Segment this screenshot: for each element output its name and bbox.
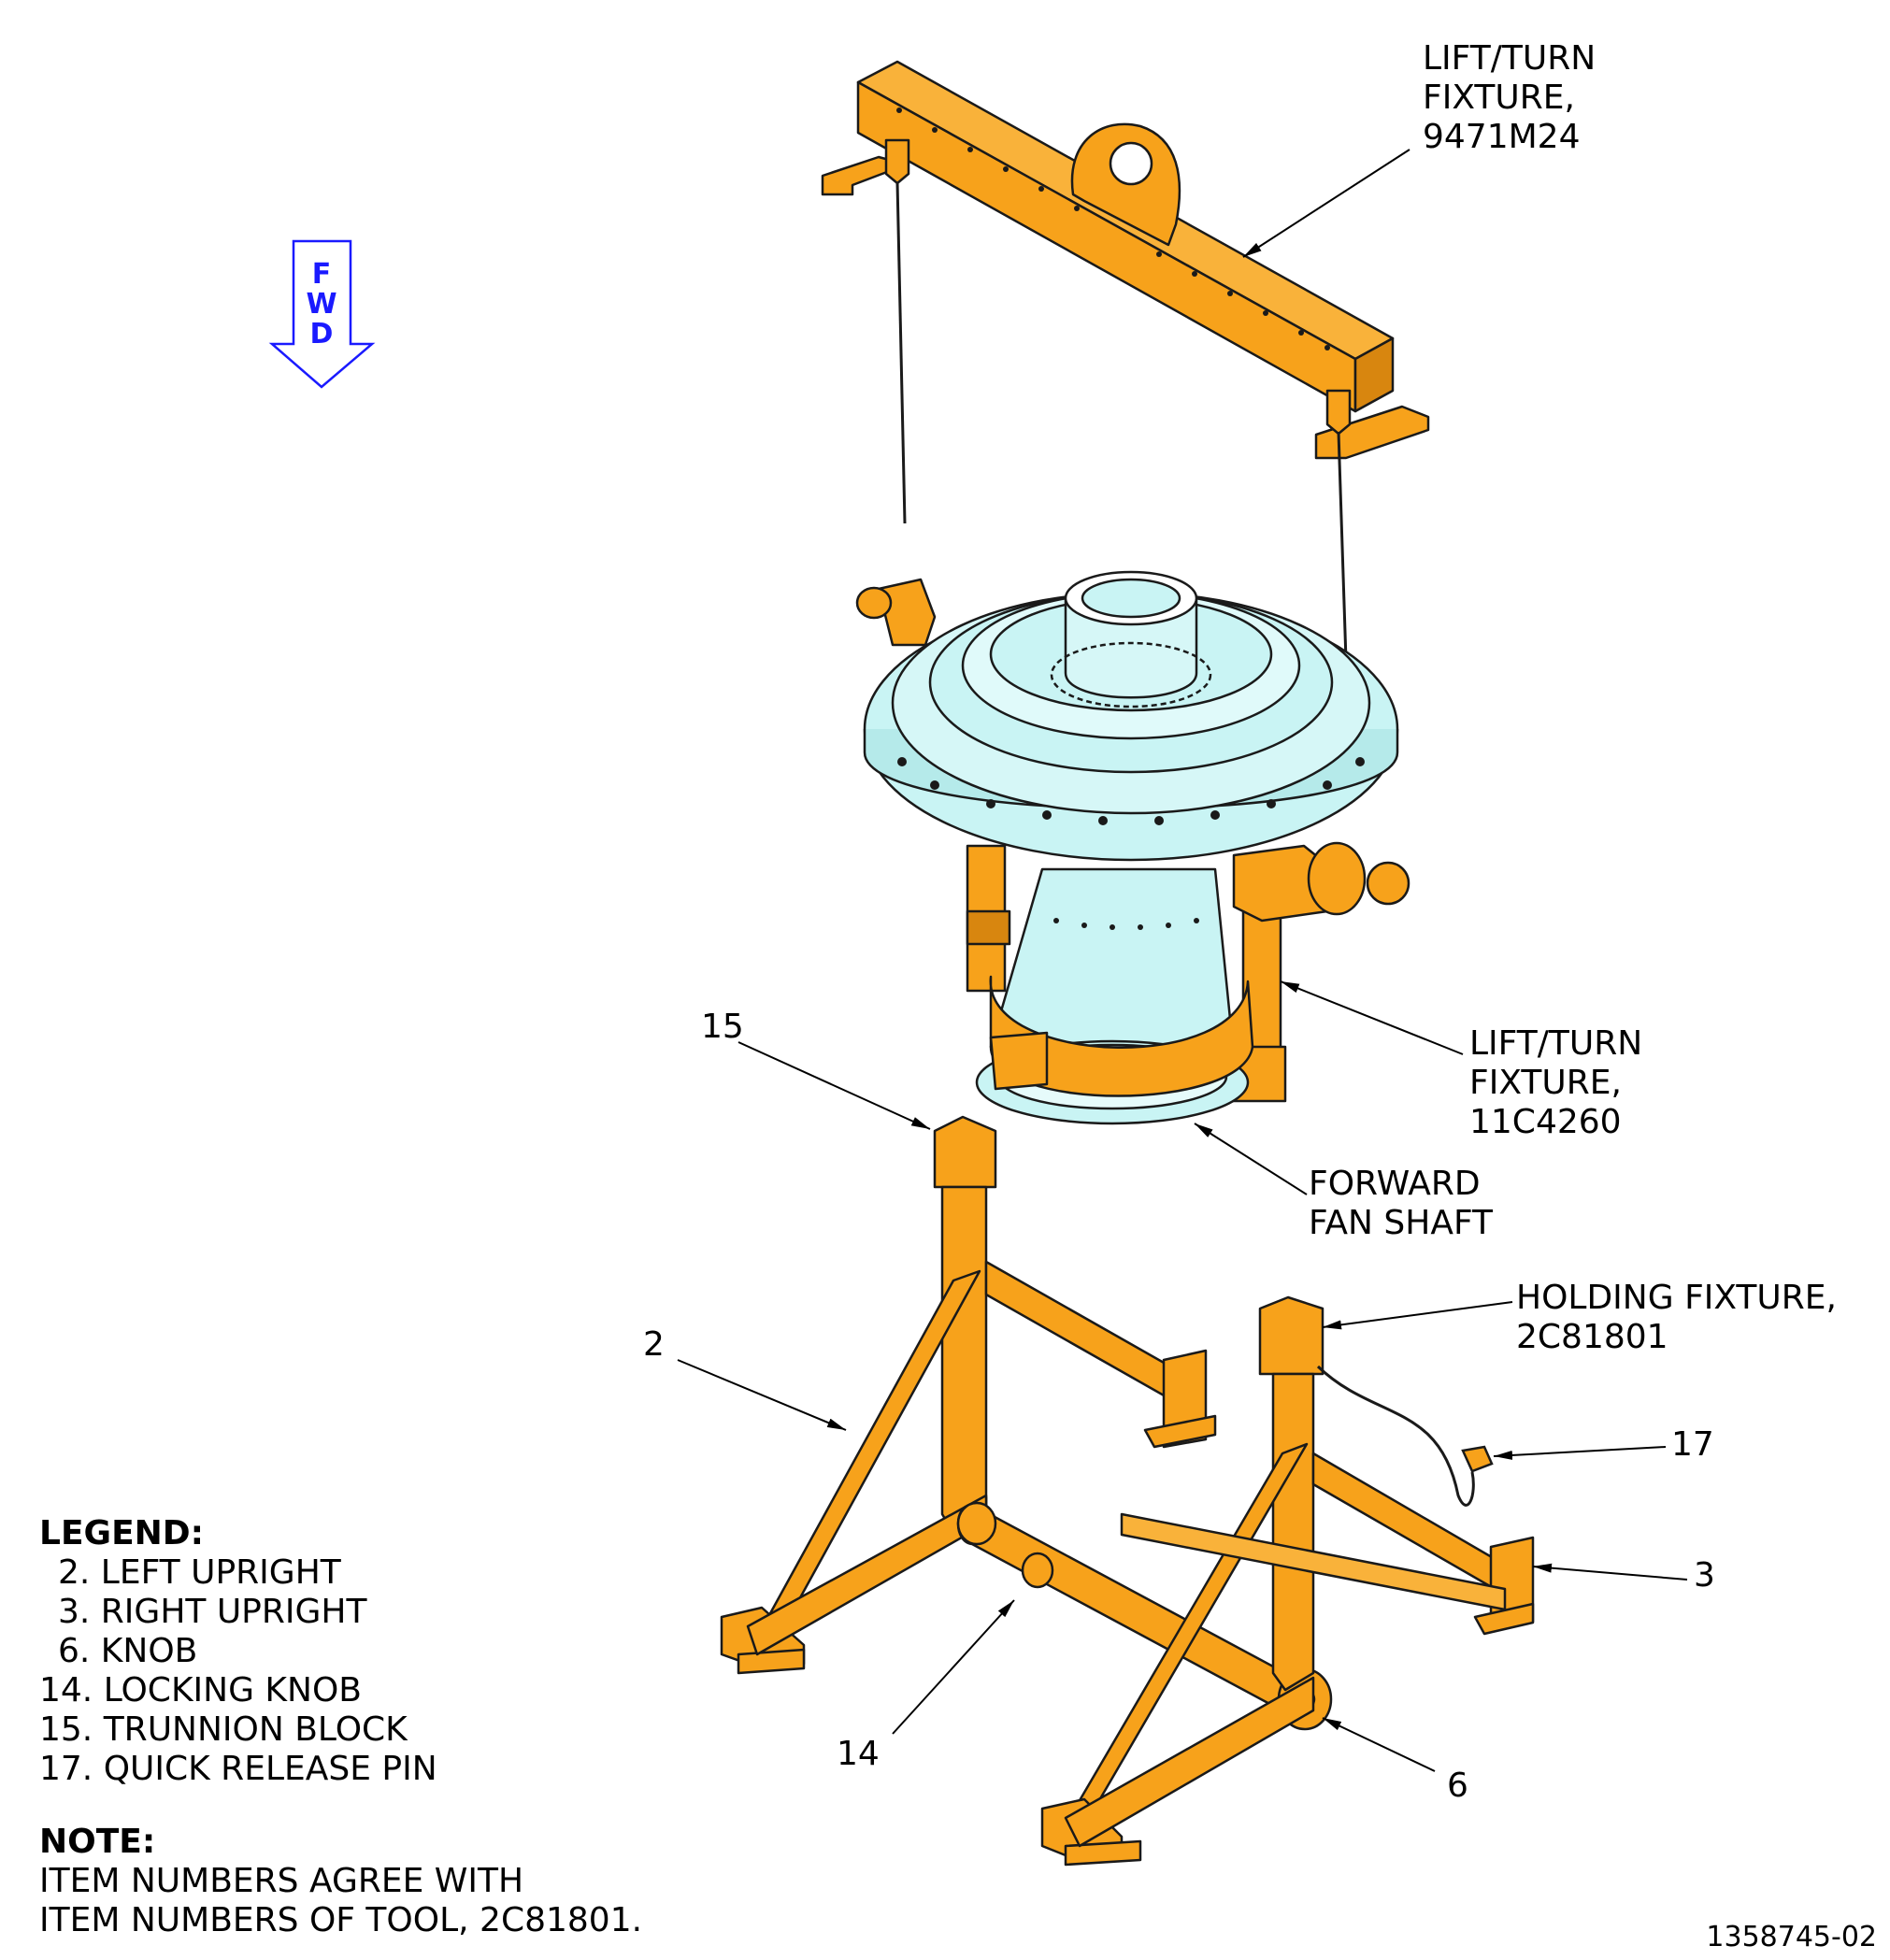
note: NOTE: ITEM NUMBERS AGREE WITH ITEM NUMBE… <box>39 1823 642 1940</box>
leader-item-2 <box>677 1359 847 1431</box>
callout-forward-fan-shaft: FORWARD FAN SHAFT <box>1309 1165 1494 1242</box>
note-line: ITEM NUMBERS OF TOOL, 2C81801. <box>39 1901 643 1939</box>
callout-item-15: 15 <box>701 1008 744 1046</box>
leader-item-14 <box>892 1599 1015 1735</box>
leader-item-17 <box>1493 1446 1667 1460</box>
fwd-letter-d: D <box>310 318 334 351</box>
fwd-letter-f: F <box>312 258 332 291</box>
leader-lift-turn-top <box>1242 149 1410 258</box>
legend-item: 6. KNOB <box>58 1632 198 1670</box>
legend-item: 3. RIGHT UPRIGHT <box>58 1593 367 1631</box>
legend-title: LEGEND: <box>39 1514 205 1552</box>
lift-beam <box>821 60 1430 460</box>
callout-item-3: 3 <box>1694 1556 1715 1595</box>
callout-lift-turn-fixture-11c4260: LIFT/TURN FIXTURE, 11C4260 <box>1469 1024 1643 1141</box>
callout-item-6: 6 <box>1447 1767 1468 1805</box>
figure-number: 1358745-02 <box>1706 1921 1877 1953</box>
holding-fixture-stand <box>720 1115 1535 1867</box>
fwd-arrow-icon: F W D <box>268 239 376 389</box>
forward-fan-shaft <box>863 570 1399 1125</box>
callout-lift-turn-fixture-9471m24: LIFT/TURN FIXTURE, 9471M24 <box>1423 39 1596 156</box>
leader-item-6 <box>1322 1717 1436 1772</box>
leader-item-15 <box>737 1041 931 1130</box>
fixture-trunnions <box>855 578 1410 1091</box>
callout-item-14: 14 <box>837 1735 880 1773</box>
legend-item: 2. LEFT UPRIGHT <box>58 1553 341 1592</box>
note-title: NOTE: <box>39 1823 156 1861</box>
leader-forward-fan-shaft <box>1194 1123 1308 1195</box>
callout-item-17: 17 <box>1671 1425 1714 1464</box>
legend-item: 15. TRUNNION BLOCK <box>39 1710 408 1749</box>
leader-lines <box>677 149 1688 1772</box>
callout-holding-fixture: HOLDING FIXTURE, 2C81801 <box>1516 1279 1837 1356</box>
legend-item: 14. LOCKING KNOB <box>39 1671 363 1710</box>
quick-release-pin <box>1316 1365 1494 1507</box>
leader-holding-fixture <box>1322 1301 1513 1330</box>
leader-item-3 <box>1532 1563 1688 1581</box>
legend: LEGEND: 2. LEFT UPRIGHT 3. RIGHT UPRIGHT… <box>39 1514 437 1789</box>
note-line: ITEM NUMBERS AGREE WITH <box>39 1862 524 1900</box>
leader-lift-turn-mid <box>1280 980 1464 1055</box>
legend-item: 17. QUICK RELEASE PIN <box>39 1750 437 1788</box>
callout-item-2: 2 <box>643 1325 665 1364</box>
fwd-letter-w: W <box>306 288 336 321</box>
